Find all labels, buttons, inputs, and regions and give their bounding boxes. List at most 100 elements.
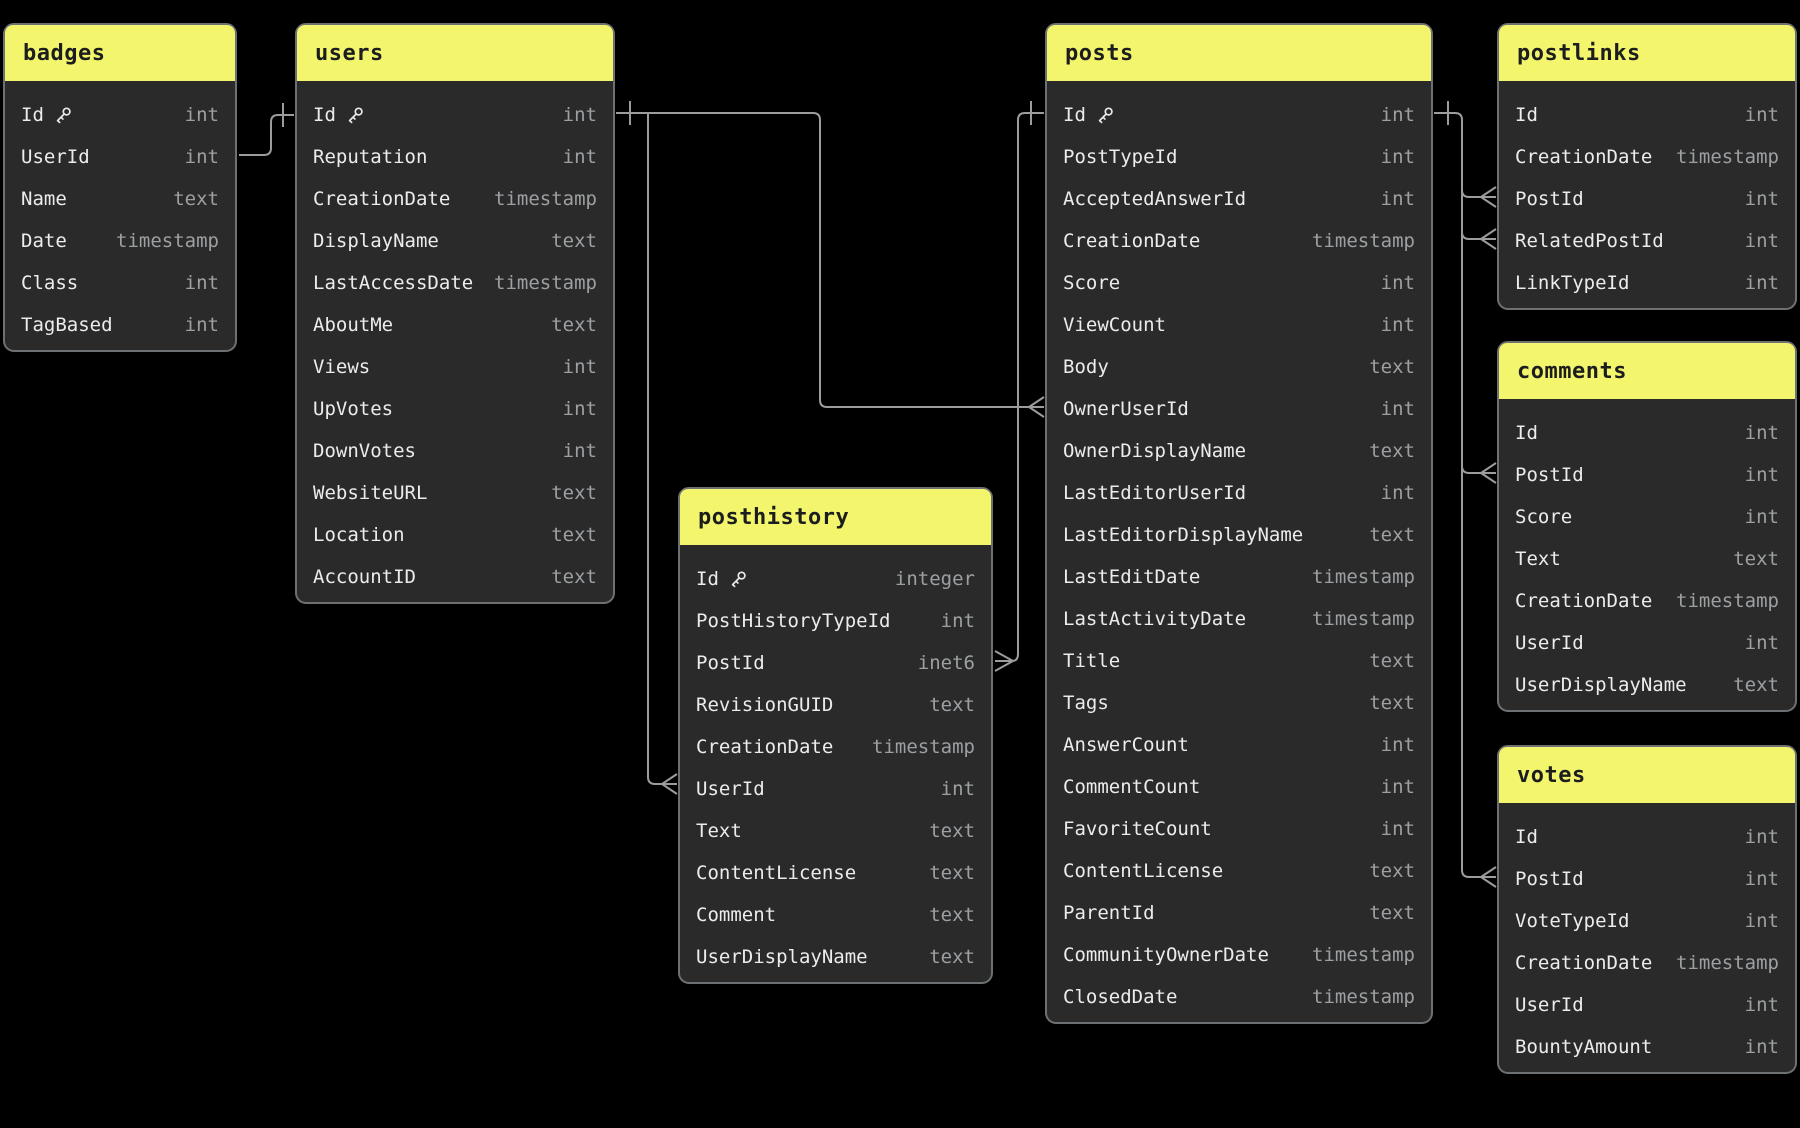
column-row: Id int	[1499, 816, 1795, 858]
column-name-wrap: UserDisplayName	[1515, 674, 1687, 696]
column-name-wrap: Id	[1515, 104, 1538, 126]
column-name-wrap: UserId	[696, 778, 765, 800]
table-header[interactable]: comments	[1499, 343, 1795, 399]
column-row: UserId int	[680, 768, 991, 810]
column-name: UserId	[1515, 632, 1584, 654]
column-name-wrap: LastAccessDate	[313, 272, 473, 294]
column-name: PostId	[696, 652, 765, 674]
column-row: Id int	[1499, 94, 1795, 136]
column-type: text	[1369, 524, 1415, 546]
column-name-wrap: CreationDate	[313, 188, 450, 210]
column-name-wrap: ContentLicense	[1063, 860, 1223, 882]
column-type: text	[929, 904, 975, 926]
table-header[interactable]: posthistory	[680, 489, 991, 545]
column-name: Body	[1063, 356, 1109, 378]
column-type: text	[551, 566, 597, 588]
table-header[interactable]: votes	[1499, 747, 1795, 803]
primary-key-icon	[1098, 106, 1113, 123]
column-name-wrap: UpVotes	[313, 398, 393, 420]
table-header[interactable]: posts	[1047, 25, 1431, 81]
column-name-wrap: OwnerUserId	[1063, 398, 1189, 420]
column-type: timestamp	[1676, 590, 1779, 612]
column-type: int	[562, 398, 597, 420]
column-name: PostId	[1515, 868, 1584, 890]
column-name: Score	[1063, 272, 1121, 294]
column-type: timestamp	[494, 188, 597, 210]
column-type: timestamp	[1312, 566, 1415, 588]
column-type: int	[1744, 422, 1779, 444]
column-row: Id int	[297, 94, 613, 136]
primary-key-icon	[56, 106, 71, 123]
column-name: OwnerDisplayName	[1063, 440, 1247, 462]
column-name-wrap: ContentLicense	[696, 862, 856, 884]
column-type: text	[1733, 548, 1779, 570]
column-type: timestamp	[1312, 608, 1415, 630]
table-header[interactable]: postlinks	[1499, 25, 1795, 81]
column-name: AboutMe	[313, 314, 394, 336]
column-type: int	[1380, 314, 1415, 336]
column-name: CreationDate	[1515, 590, 1653, 612]
column-name: Id	[21, 104, 44, 126]
column-type: int	[940, 610, 975, 632]
column-name-wrap: PostId	[1515, 868, 1584, 890]
column-name: Comment	[696, 904, 777, 926]
table-header[interactable]: badges	[5, 25, 235, 81]
column-name: Id	[1515, 826, 1538, 848]
cardinality-many-crowfoot	[1480, 462, 1497, 484]
column-name: PostTypeId	[1063, 146, 1178, 168]
column-name: UserDisplayName	[696, 946, 868, 968]
column-row: RevisionGUID text	[680, 684, 991, 726]
column-type: int	[1744, 826, 1779, 848]
relationship-line	[616, 112, 1030, 408]
column-name: LastEditorUserId	[1063, 482, 1247, 504]
column-name: UserId	[1515, 994, 1584, 1016]
column-type: int	[1744, 188, 1779, 210]
table-header[interactable]: users	[297, 25, 613, 81]
primary-key-icon	[348, 106, 363, 123]
column-name: RevisionGUID	[696, 694, 834, 716]
column-name: OwnerUserId	[1063, 398, 1189, 420]
column-name: LinkTypeId	[1515, 272, 1630, 294]
column-type: timestamp	[116, 230, 219, 252]
column-type: int	[1380, 146, 1415, 168]
column-name-wrap: CreationDate	[1063, 230, 1200, 252]
column-type: text	[929, 694, 975, 716]
relationship-line	[239, 114, 294, 156]
column-type: int	[1744, 104, 1779, 126]
column-name-wrap: Id	[313, 104, 365, 126]
column-type: int	[940, 778, 975, 800]
column-name-wrap: Views	[313, 356, 370, 378]
column-name: RelatedPostId	[1515, 230, 1664, 252]
column-type: int	[562, 104, 597, 126]
column-name-wrap: CreationDate	[1515, 952, 1652, 974]
column-name: Text	[1515, 548, 1561, 570]
column-name: LastEditorDisplayName	[1063, 524, 1304, 546]
column-type: int	[1380, 104, 1415, 126]
column-name-wrap: UserDisplayName	[696, 946, 868, 968]
